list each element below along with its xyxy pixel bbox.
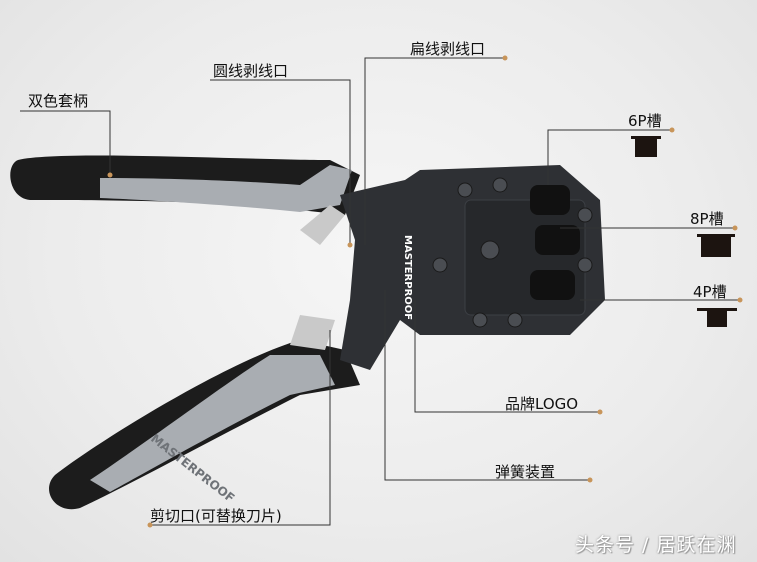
label-4p-slot: 4P槽 (693, 283, 727, 301)
lower-handle: MASTERPROOF (49, 340, 360, 510)
label-handle: 双色套柄 (28, 92, 89, 110)
label-flat-stripper: 扁线剥线口 (410, 40, 486, 58)
label-8p-slot: 8P槽 (690, 210, 724, 228)
watermark: 头条号 / 居跃在渊 (575, 534, 737, 556)
tool-head: MASTERPROOF (290, 165, 605, 370)
label-spring: 弹簧装置 (495, 463, 556, 481)
8p-slot-icon (697, 234, 735, 257)
4p-slot-icon (697, 308, 737, 327)
label-cutter: 剪切口(可替换刀片) (150, 507, 282, 525)
6p-slot-icon (631, 136, 661, 157)
label-6p-slot: 6P槽 (628, 112, 662, 130)
leader-lines (20, 57, 740, 526)
label-round-stripper: 圆线剥线口 (213, 62, 289, 80)
head-brand-logo: MASTERPROOF (402, 235, 413, 320)
label-brand-logo: 品牌LOGO (505, 395, 579, 413)
leader-dots (107, 55, 743, 528)
slot-icons (631, 136, 737, 327)
upper-handle (10, 155, 360, 215)
